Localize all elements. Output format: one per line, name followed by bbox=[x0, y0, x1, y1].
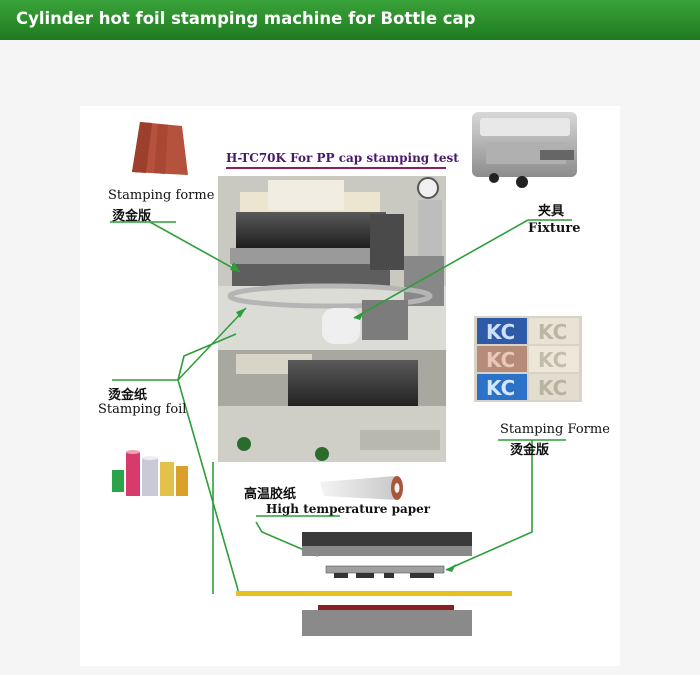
stamping-foil-cn-label: 烫金纸 bbox=[108, 388, 148, 403]
high-temp-paper-cn-label: 高温胶纸 bbox=[244, 487, 297, 502]
heating-plate-bottom bbox=[302, 546, 472, 556]
svg-text:KC: KC bbox=[486, 348, 515, 372]
fixture-en-label: Fixture bbox=[528, 221, 581, 236]
high-temp-paper-en-label: High temperature paper bbox=[266, 502, 431, 516]
stamping-forme-en-label: Stamping forme bbox=[108, 188, 215, 203]
stamping-forme-plate-image bbox=[132, 122, 188, 175]
cap-surface bbox=[318, 605, 454, 611]
foil-strip bbox=[236, 591, 512, 596]
stamping-machine-image bbox=[218, 176, 446, 462]
heating-plate-top bbox=[302, 532, 472, 546]
stamping-foil-en-label: Stamping foil bbox=[98, 402, 187, 417]
foil-rolls-image bbox=[112, 450, 188, 496]
fixture-cn-label: 夹具 bbox=[538, 204, 565, 219]
stamping-forme2-cn-label: 烫金版 bbox=[510, 443, 550, 458]
svg-text:KC: KC bbox=[538, 320, 567, 344]
paper-roll-image bbox=[320, 476, 403, 500]
page-title: Cylinder hot foil stamping machine for B… bbox=[16, 9, 476, 28]
svg-text:KC: KC bbox=[538, 348, 567, 372]
page-header: Cylinder hot foil stamping machine for B… bbox=[0, 0, 700, 40]
fixture-image bbox=[472, 112, 577, 188]
svg-text:KC: KC bbox=[486, 320, 515, 344]
machine-title: H-TC70K For PP cap stamping test bbox=[226, 151, 459, 165]
svg-text:KC: KC bbox=[538, 376, 567, 400]
stack-schematic bbox=[236, 532, 512, 636]
stamping-forme-cn-label: 烫金版 bbox=[112, 209, 152, 224]
svg-text:KC: KC bbox=[486, 376, 515, 400]
leader-lines bbox=[110, 219, 572, 594]
stamping-forme2-en-label: Stamping Forme bbox=[500, 422, 610, 437]
kc-stamping-forme-image: KC KC KC KC KC KC bbox=[474, 316, 582, 402]
stamping-forme-bar bbox=[325, 565, 445, 574]
base-plate bbox=[302, 610, 472, 636]
